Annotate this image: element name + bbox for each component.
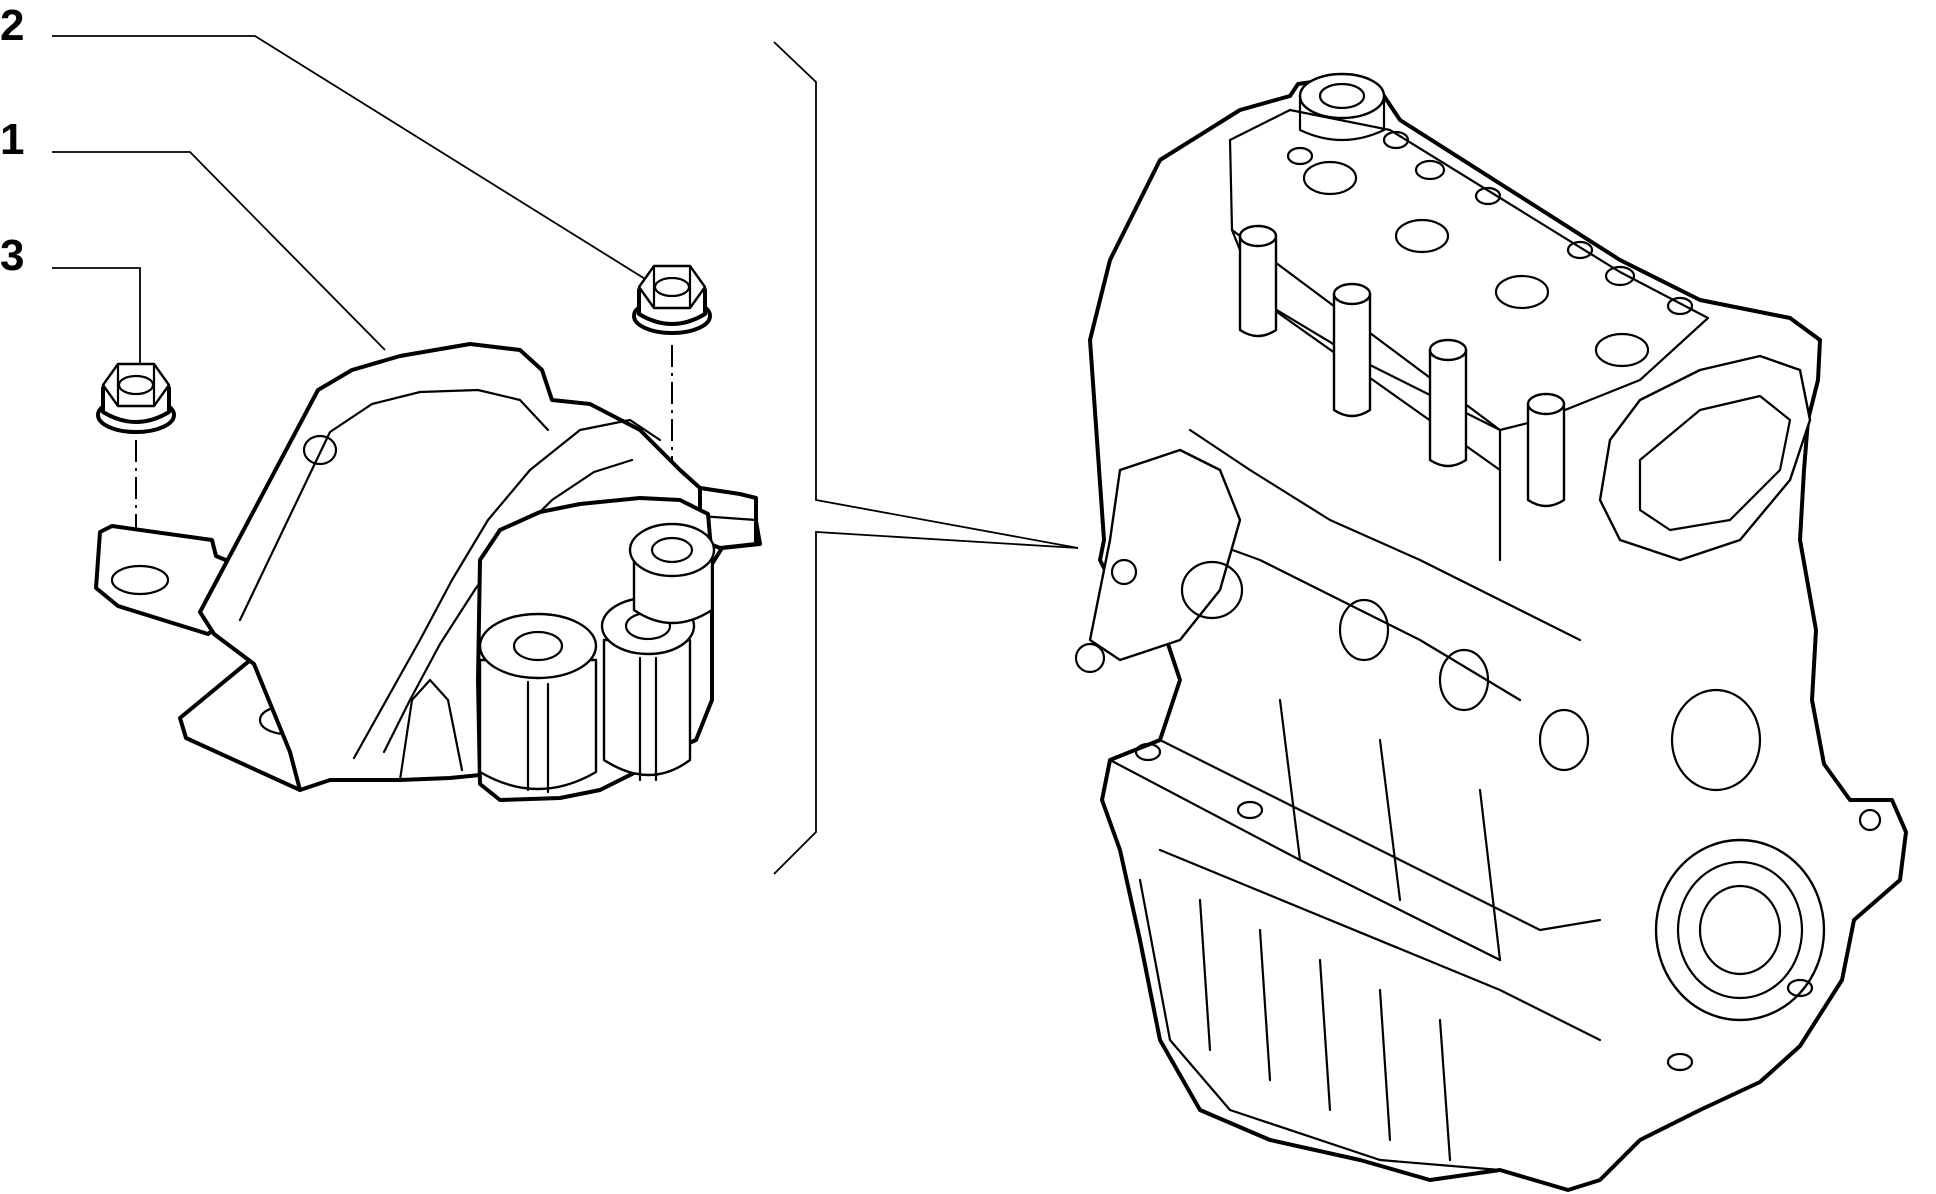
engine-block-icon — [1074, 72, 1908, 1192]
leader-line-1 — [52, 151, 386, 351]
nut-3-icon — [96, 362, 176, 434]
detail-bracket — [773, 41, 1079, 875]
callout-number-3: 3 — [0, 231, 25, 280]
engine-mount-icon — [94, 342, 762, 802]
callout-number-1: 1 — [0, 115, 25, 164]
leader-line-3 — [52, 267, 141, 370]
leader-lines — [52, 35, 651, 370]
nut-2-icon — [632, 264, 712, 335]
callout-number-2: 2 — [0, 1, 25, 50]
leader-line-2 — [52, 35, 651, 283]
